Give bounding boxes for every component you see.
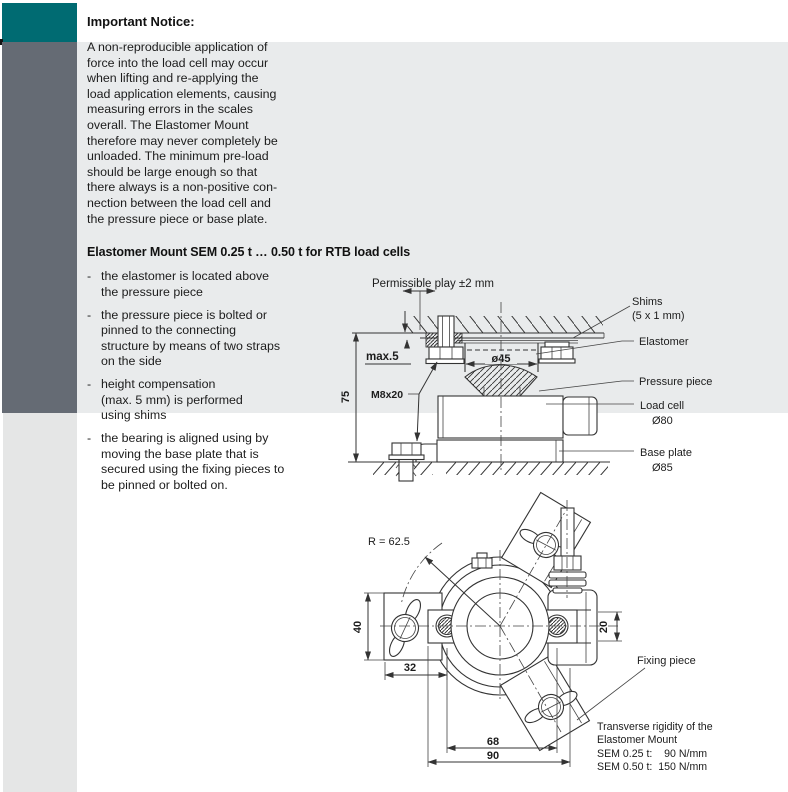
svg-text:20: 20: [598, 621, 610, 633]
list-item: - the bearing is aligned using by moving…: [87, 431, 337, 493]
small-top-nut: [471, 552, 493, 569]
svg-text:90: 90: [487, 750, 499, 762]
notice-body: A non-reproducible application of force …: [87, 40, 278, 226]
section-heading: Elastomer Mount SEM 0.25 t … 0.50 t for …: [87, 245, 411, 259]
shims-label: Shims (5 x 1 mm): [572, 296, 685, 339]
clamp-bolt-top: [425, 315, 465, 365]
bullet-text: height compensation (max. 5 mm) is perfo…: [101, 377, 243, 422]
bullet-dash: -: [87, 377, 92, 391]
elastomer-label: Elastomer: [535, 336, 689, 355]
threaded-rod: [548, 507, 587, 594]
max-play-label: max.5: [365, 339, 411, 365]
list-item: - the pressure piece is bolted or pinned…: [87, 308, 337, 370]
svg-text:40: 40: [352, 621, 364, 633]
svg-text:M8x20: M8x20: [371, 389, 403, 401]
bullet-text: the pressure piece is bolted or pinned t…: [101, 307, 281, 369]
base-plate-label: Base plate Ø85: [559, 447, 692, 474]
pressure-piece-label: Pressure piece: [538, 376, 712, 392]
svg-text:(5 x 1 mm): (5 x 1 mm): [632, 310, 685, 322]
dim-45: ø45: [465, 352, 538, 367]
dim-40: 40: [352, 592, 384, 661]
svg-text:Pressure piece: Pressure piece: [639, 376, 712, 388]
radius-label: R = 62.5: [368, 536, 501, 627]
list-item: - height compensation (max. 5 mm) is per…: [87, 377, 337, 424]
dim-75-label: 75: [340, 391, 352, 403]
teal-corner-square: [2, 3, 77, 42]
registration-mark: [0, 39, 3, 45]
side-view-drawing: ø45: [340, 278, 712, 482]
top-view-drawing: R = 62.5 40 32 20 68: [352, 491, 696, 767]
bullet-dash: -: [87, 307, 92, 322]
permissible-play-label: Permissible play ±2 mm: [372, 278, 494, 333]
dim-75: 75: [340, 332, 359, 463]
rigidity-note: Transverse rigidity of the Elastomer Mou…: [597, 721, 713, 774]
list-item: - the elastomer is located above the pre…: [87, 269, 337, 300]
bullet-dash: -: [87, 431, 92, 445]
svg-text:Shims: Shims: [632, 296, 663, 308]
elastomer-part: [464, 343, 539, 372]
svg-text:Fixing piece: Fixing piece: [637, 655, 696, 667]
svg-text:Ø80: Ø80: [652, 415, 673, 427]
svg-text:32: 32: [404, 662, 416, 674]
notice-title: Important Notice:: [87, 14, 195, 29]
wing-bolt-left: [388, 599, 422, 657]
bullet-dash: -: [87, 269, 92, 283]
svg-text:Base plate: Base plate: [640, 447, 692, 459]
dim-90: 90: [427, 646, 571, 767]
bullet-text: the bearing is aligned using by moving t…: [101, 431, 285, 492]
load-cell-label: Load cell Ø80: [546, 400, 684, 427]
svg-text:max.5: max.5: [366, 351, 399, 363]
ground-hatch: [348, 461, 610, 475]
base-plate-part: [415, 439, 564, 463]
bullet-list: - the elastomer is located above the pre…: [87, 269, 337, 501]
svg-text:R = 62.5: R = 62.5: [368, 536, 410, 548]
dim-68: 68: [446, 648, 558, 753]
sidebar-dark-bar: [2, 42, 77, 413]
load-cell-part: [437, 395, 598, 439]
svg-text:68: 68: [487, 736, 499, 748]
bolt-spec-label: M8x20: [371, 361, 438, 442]
dim-32: 32: [384, 650, 448, 680]
svg-text:Ø85: Ø85: [652, 462, 673, 474]
fixing-piece-label: Fixing piece: [576, 655, 696, 721]
bullet-text: the elastomer is located above the press…: [101, 269, 270, 299]
svg-text:Elastomer: Elastomer: [639, 336, 689, 348]
connecting-structure: [352, 316, 606, 344]
dim-20: 20: [598, 611, 622, 642]
svg-text:Load cell: Load cell: [640, 400, 684, 412]
sidebar-light-strip: [3, 413, 77, 792]
svg-text:Permissible play ±2 mm: Permissible play ±2 mm: [372, 278, 494, 290]
